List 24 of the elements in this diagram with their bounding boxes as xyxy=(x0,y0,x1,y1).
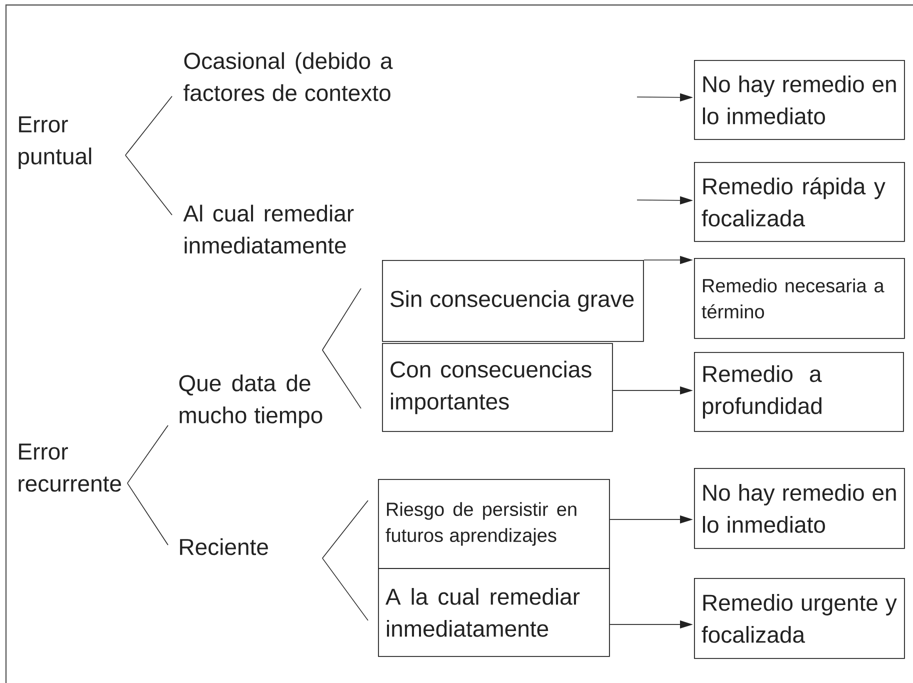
category-box: Con consecuencias importantes xyxy=(382,343,613,432)
branch-label: Al cual remediar inmediatamente xyxy=(183,204,354,254)
bracket-line xyxy=(125,154,172,216)
bracket-line xyxy=(125,96,172,156)
category-box: Sin consecuencia grave xyxy=(382,260,644,342)
branch-label: Reciente xyxy=(180,538,268,556)
remedy-box: Remedio rápida y focalizada xyxy=(694,162,905,242)
category-box: Riesgo de persistir en futuros aprendizajes xyxy=(378,479,610,569)
bracket-line xyxy=(322,288,362,350)
branch-label: Error puntual xyxy=(18,116,92,169)
remedy-box: Remedio necesaria a término xyxy=(694,258,905,339)
remedy-box: No hay remedio en lo inmediato xyxy=(694,468,905,549)
bracket-line xyxy=(322,350,362,409)
remedy-box: Remedio urgente y focalizada xyxy=(694,578,905,659)
bracket-line xyxy=(127,482,168,546)
branch-label: Error recurrente xyxy=(18,444,121,492)
bracket-line xyxy=(322,500,368,559)
bracket-line xyxy=(322,558,368,621)
remedy-box: No hay remedio en lo inmediato xyxy=(694,60,905,140)
branch-label: Ocasional (debido a factores de contexto xyxy=(184,52,393,102)
branch-label: Que data de mucho tiempo xyxy=(179,374,322,428)
remedy-box: Remedio a profundidad xyxy=(694,352,904,432)
bracket-line xyxy=(127,425,168,484)
category-box: A la cual remediar inmediatamente xyxy=(378,568,610,657)
